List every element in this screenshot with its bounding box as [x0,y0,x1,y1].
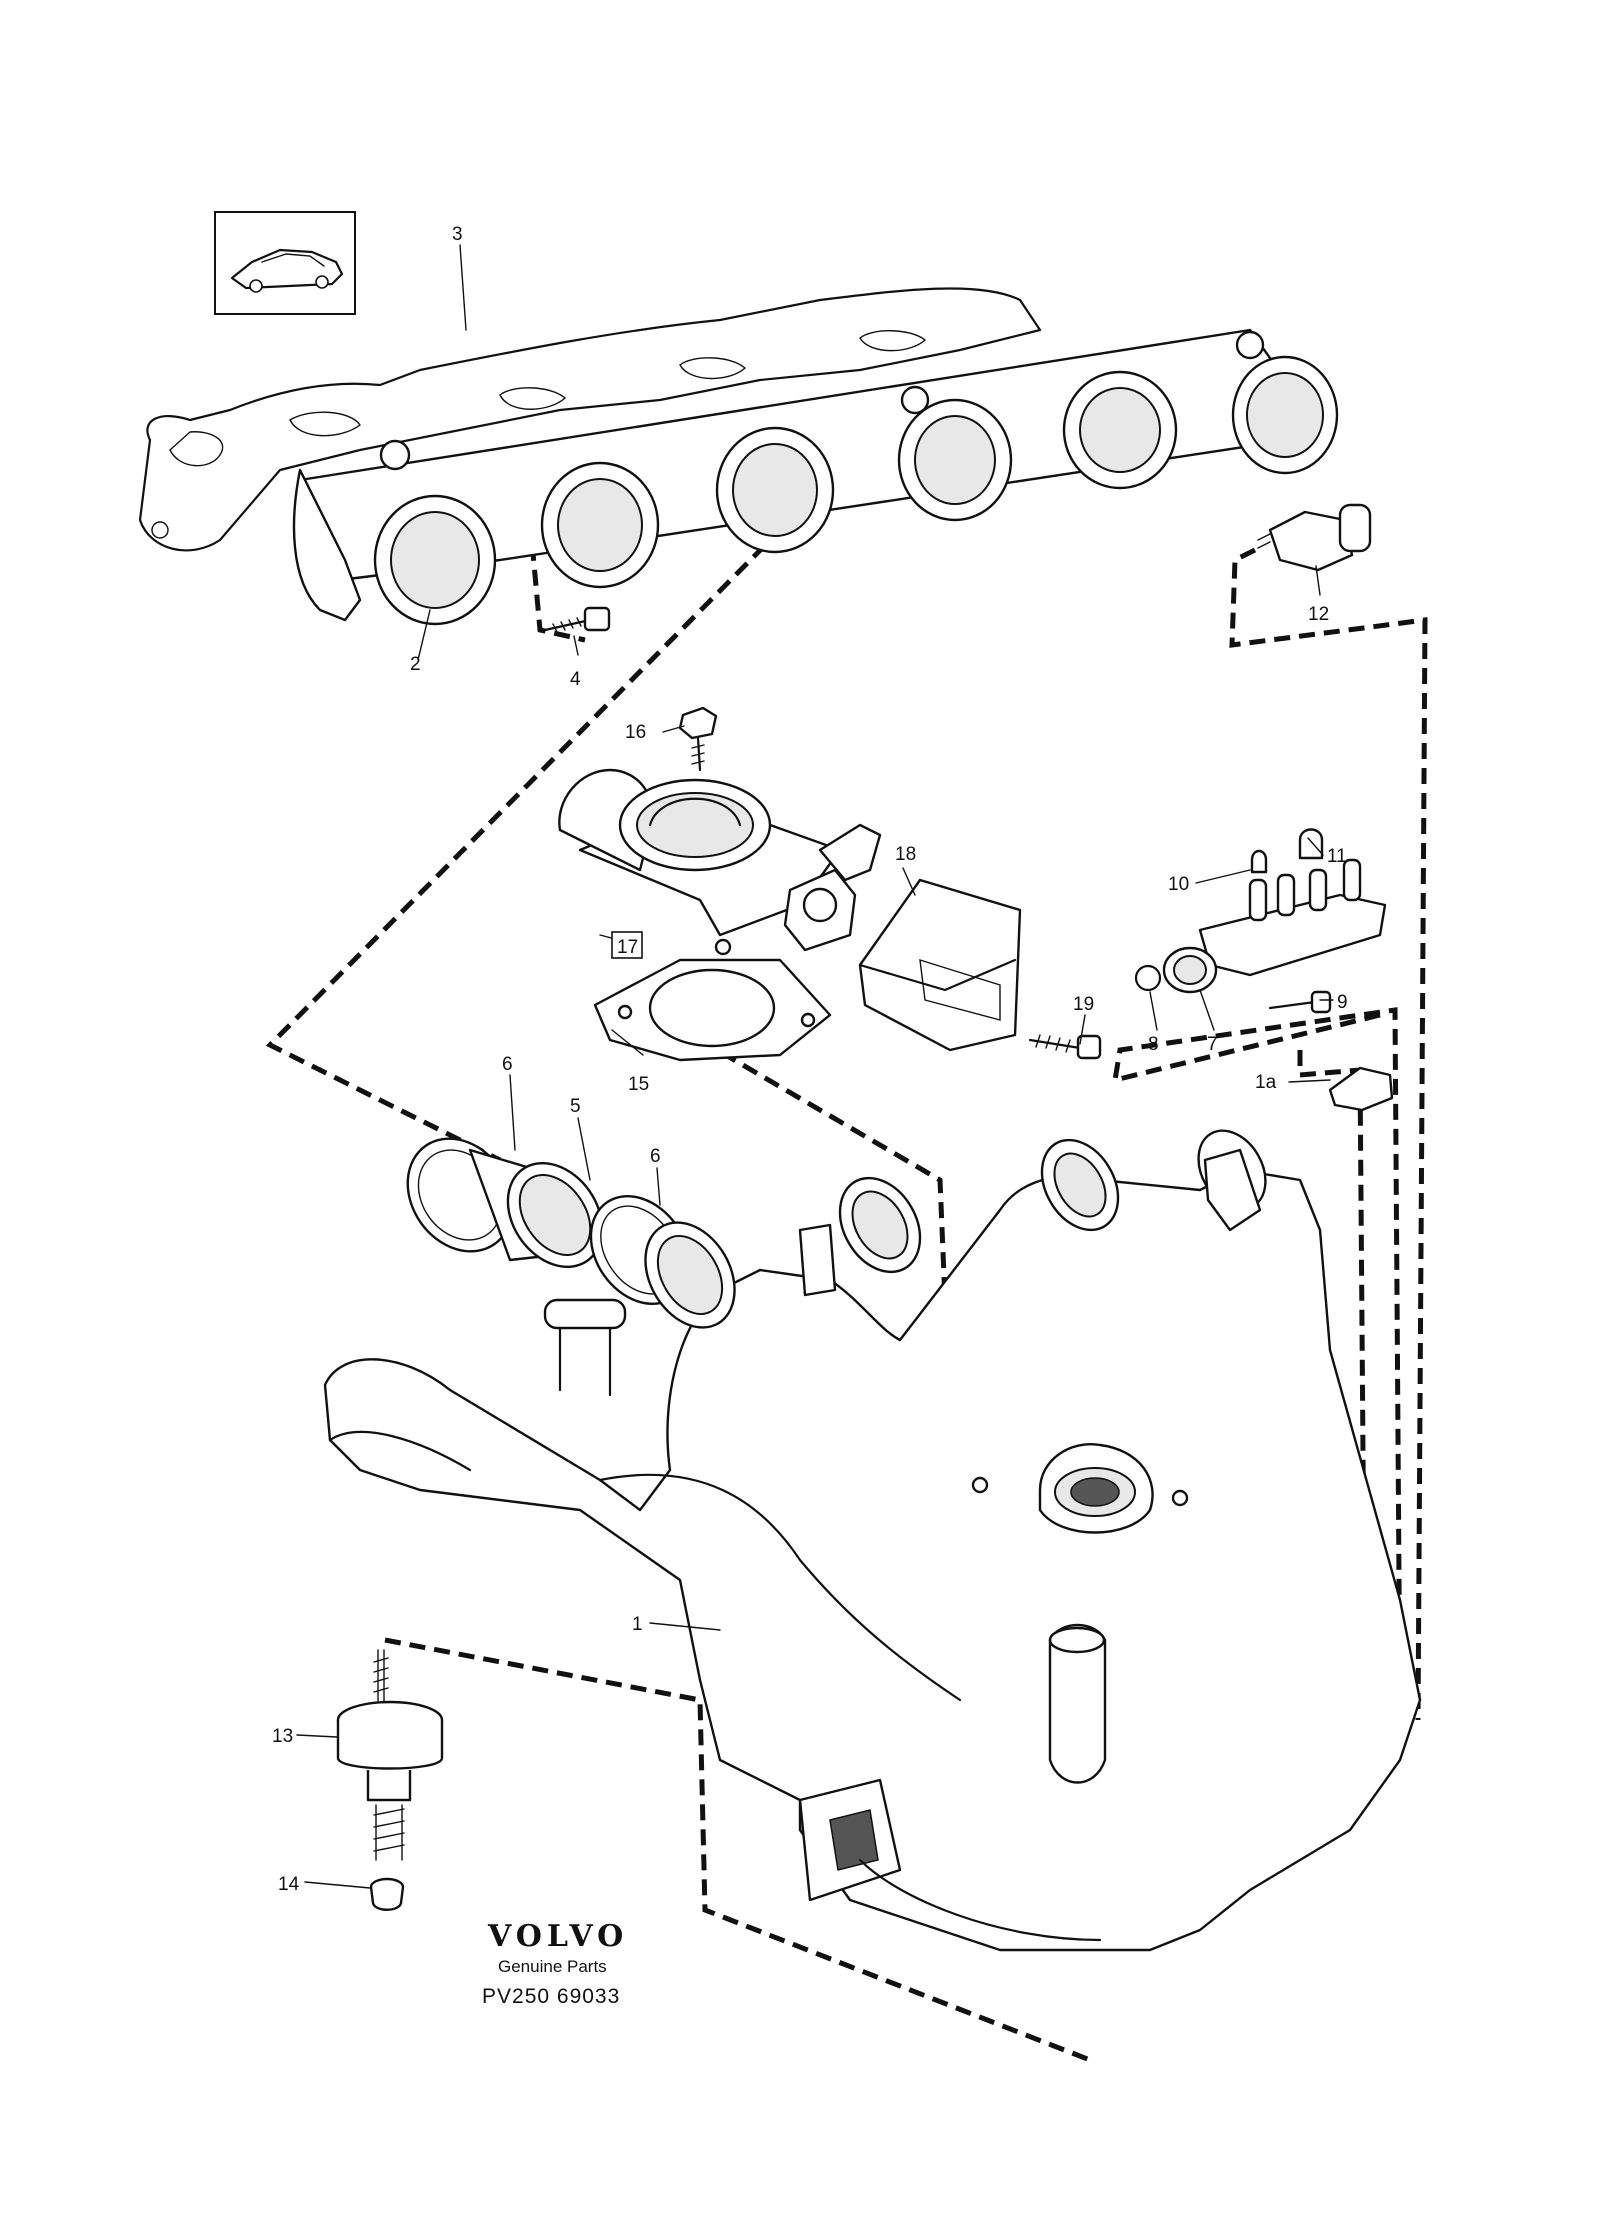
sensor-12 [1257,503,1372,572]
throttle-gasket [593,958,832,1062]
callout-2: 2 [410,654,421,675]
callout-14: 14 [278,1874,300,1895]
callout-1: 1 [632,1614,643,1635]
rubber-mount-13 [336,1649,444,1861]
port-ring-4 [897,398,1013,522]
callout-16: 16 [625,722,646,743]
callout-17-box [611,931,643,959]
illustration-code: PV250 69033 [482,1985,620,2008]
callout-11: 11 [1327,846,1347,867]
runner-ports [292,328,1339,626]
callout-7: 7 [1207,1034,1218,1055]
callout-numbers: 3 2 4 12 16 18 17 15 19 10 11 9 7 8 1a 6… [272,224,1348,1895]
port-ring-5 [1062,370,1178,490]
callout-1a: 1a [1255,1072,1277,1093]
callout-6-left: 6 [502,1054,513,1075]
callout-5: 5 [570,1096,581,1117]
leader-lines [296,244,1334,1889]
callout-17: 17 [617,937,638,958]
port-ring-2 [540,461,660,589]
volvo-branding: VOLVO Genuine Parts PV250 69033 [482,1919,628,2008]
port-ring-6 [1231,355,1339,475]
port-ring-3 [715,426,835,554]
fuel-rail-assembly [1134,828,1394,1112]
callout-10: 10 [1168,874,1189,895]
callout-9: 9 [1337,992,1348,1013]
intake-manifold [323,1129,1422,1952]
throttle-body [558,768,882,956]
callout-18: 18 [895,844,916,865]
callout-19: 19 [1073,994,1094,1015]
callout-8: 8 [1148,1034,1159,1055]
callout-12: 12 [1308,604,1329,625]
callout-6-right: 6 [650,1146,661,1167]
sedan-car-icon [214,211,356,315]
volvo-logo: VOLVO [487,1919,628,1954]
screw-19 [1028,1034,1102,1060]
bolt-4 [543,606,611,633]
bolt-16 [678,706,718,772]
intake-manifold-gasket [138,287,1042,552]
control-module-18 [858,878,1022,1052]
genuine-parts-label: Genuine Parts [498,1957,607,1976]
callout-15: 15 [628,1074,649,1095]
callout-3: 3 [452,224,463,245]
port-ring-1 [373,494,497,626]
nut-14 [369,1877,405,1911]
callout-13: 13 [272,1726,293,1747]
callout-4: 4 [570,669,581,690]
